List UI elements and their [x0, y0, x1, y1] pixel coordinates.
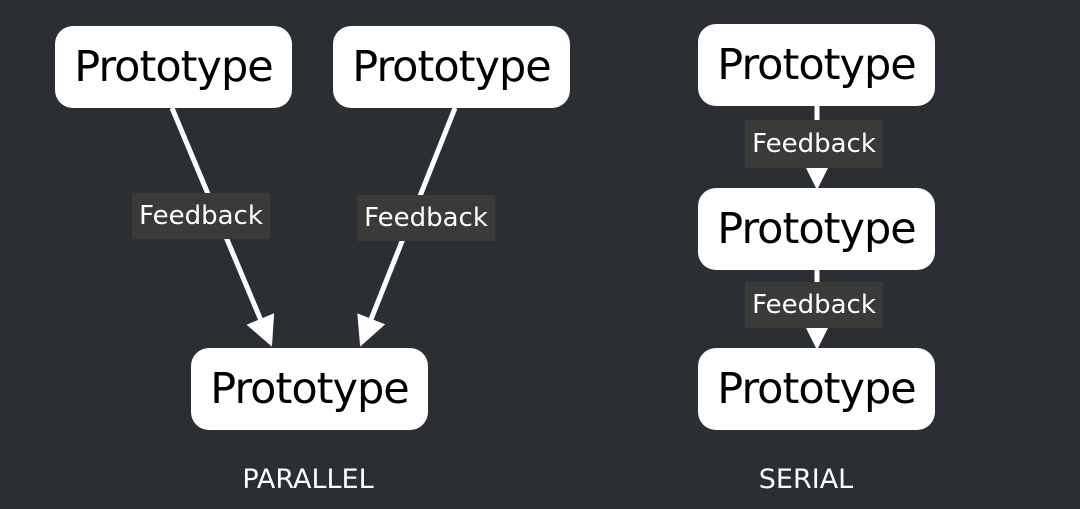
box-label: Prototype: [717, 364, 916, 414]
serial-top-prototype-box: Prototype: [698, 24, 935, 106]
box-label: Prototype: [74, 42, 273, 92]
serial-middle-prototype-box: Prototype: [698, 188, 935, 270]
parallel-bottom-prototype-box: Prototype: [191, 348, 428, 430]
parallel-top-left-prototype-box: Prototype: [55, 26, 292, 108]
parallel-left-feedback-label: Feedback: [132, 193, 270, 239]
parallel-top-right-prototype-box: Prototype: [333, 26, 570, 108]
parallel-caption: PARALLEL: [242, 464, 374, 495]
serial-caption: SERIAL: [758, 464, 854, 495]
serial-bottom-prototype-box: Prototype: [698, 348, 935, 430]
box-label: Prototype: [352, 42, 551, 92]
serial-lower-feedback-label: Feedback: [745, 282, 883, 328]
box-label: Prototype: [717, 204, 916, 254]
parallel-right-feedback-label: Feedback: [357, 195, 495, 241]
box-label: Prototype: [717, 40, 916, 90]
serial-upper-feedback-label: Feedback: [745, 120, 883, 168]
box-label: Prototype: [210, 364, 409, 414]
